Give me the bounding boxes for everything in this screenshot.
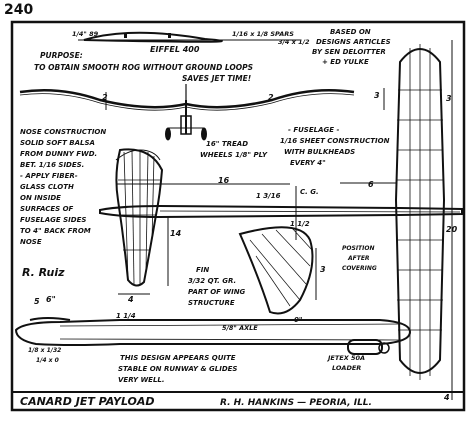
- dim-2-front: 2: [102, 93, 108, 102]
- dim-5-side: 5: [34, 297, 40, 306]
- airfoil-dim-left: 1/4" 89: [72, 30, 99, 38]
- drawing-title: CANARD JET PAYLOAD: [20, 395, 155, 408]
- svg-text:GLASS CLOTH: GLASS CLOTH: [20, 183, 74, 191]
- svg-text:TO 4" BACK FROM: TO 4" BACK FROM: [20, 227, 91, 235]
- dim-1-quarter: 1 1/4: [116, 312, 136, 320]
- fuselage-line-1: 1/16 SHEET CONSTRUCTION: [280, 137, 390, 145]
- signature: R. Ruiz: [22, 266, 65, 279]
- purpose-line-2: SAVES JET TIME!: [182, 74, 251, 83]
- airfoil-section: [78, 31, 300, 43]
- dim-4-canard: 4: [127, 295, 134, 304]
- svg-text:BET. 1/16 SIDES.: BET. 1/16 SIDES.: [20, 161, 84, 169]
- svg-text:SURFACES OF: SURFACES OF: [20, 205, 74, 213]
- fin-shape: [238, 226, 314, 315]
- based-on-line-2: DESIGNS ARTICLES: [316, 38, 391, 46]
- svg-text:NOSE CONSTRUCTION: NOSE CONSTRUCTION: [20, 128, 106, 136]
- axle-label: 5/8" AXLE: [222, 324, 258, 332]
- dim-1-3-16: 1 3/16: [256, 192, 281, 200]
- tread-line-2: WHEELS 1/8" PLY: [200, 151, 268, 159]
- drawing-frame: [10, 20, 466, 412]
- position-line-3: COVERING: [342, 265, 377, 272]
- nose-dim-2: 1/4 x 0: [36, 357, 59, 364]
- svg-text:ON INSIDE: ON INSIDE: [20, 194, 61, 202]
- jetex-line-1: JETEX 50A: [326, 354, 365, 362]
- svg-text:FROM DUNNY FWD.: FROM DUNNY FWD.: [20, 150, 97, 158]
- dim-4-wing: 4: [443, 393, 450, 402]
- front-view: [19, 84, 355, 141]
- jetex-line-2: LOADER: [332, 364, 361, 372]
- fin-line-3: STRUCTURE: [188, 299, 235, 307]
- fuselage-line-2: WITH BULKHEADS: [284, 148, 355, 156]
- stable-line-2: STABLE ON RUNWAY & GLIDES: [118, 365, 237, 373]
- fin-line-2: PART OF WING: [188, 288, 246, 296]
- based-on-line-4: + ED YULKE: [322, 58, 369, 66]
- dim-3-fin: 3: [320, 265, 326, 274]
- position-line-2: AFTER: [347, 255, 370, 262]
- fin-label: FIN: [196, 266, 209, 274]
- airfoil-label: EIFFEL 400: [150, 45, 200, 54]
- nose-construction-note: NOSE CONSTRUCTION SOLID SOFT BALSA FROM …: [20, 128, 106, 246]
- based-on-line-3: BY SEN DELOITTER: [312, 48, 386, 56]
- fuselage-heading: - FUSELAGE -: [288, 126, 339, 134]
- fuselage-line-3: EVERY 4": [290, 159, 326, 167]
- main-wing-top-view: [394, 44, 446, 380]
- based-on-line-1: BASED ON: [330, 28, 371, 36]
- dim-6: 6: [368, 180, 374, 189]
- purpose-heading: PURPOSE:: [40, 51, 83, 60]
- dim-20: 20: [446, 225, 458, 234]
- drawing-author: R. H. HANKINS — PEORIA, ILL.: [220, 398, 372, 408]
- fin-line-1: 3/32 QT. GR.: [188, 277, 236, 285]
- dim-16: 16: [218, 176, 230, 185]
- purpose-line-1: TO OBTAIN SMOOTH ROG WITHOUT GROUND LOOP…: [34, 63, 253, 72]
- svg-text:NOSE: NOSE: [20, 238, 42, 246]
- svg-text:SOLID SOFT BALSA: SOLID SOFT BALSA: [20, 139, 95, 147]
- svg-text:- APPLY FIBER-: - APPLY FIBER-: [20, 172, 78, 180]
- fuselage-side-view: [14, 317, 412, 355]
- position-line-1: POSITION: [342, 245, 375, 252]
- cg-label: C. G.: [300, 188, 319, 196]
- dim-1-half: 1 1/2: [290, 220, 310, 228]
- dim-3-top: 3: [374, 91, 380, 100]
- svg-text:FUSELAGE SIDES: FUSELAGE SIDES: [20, 216, 86, 224]
- dim-6-side: 6": [46, 295, 56, 304]
- dim-14: 14: [170, 229, 182, 238]
- nose-dim-1: 1/8 x 1/32: [28, 347, 61, 354]
- tread-line-1: 16" TREAD: [206, 140, 248, 148]
- dim-3-wing: 3: [446, 94, 452, 103]
- dim-2-front-right: 2: [268, 93, 274, 102]
- page-number: 240: [4, 2, 33, 18]
- airfoil-dim-right: 3/4 x 1/2: [278, 38, 310, 46]
- stable-line-3: VERY WELL.: [118, 376, 165, 384]
- stable-line-1: THIS DESIGN APPEARS QUITE: [120, 354, 236, 362]
- spar-note: 1/16 x 1/8 SPARS: [232, 30, 294, 38]
